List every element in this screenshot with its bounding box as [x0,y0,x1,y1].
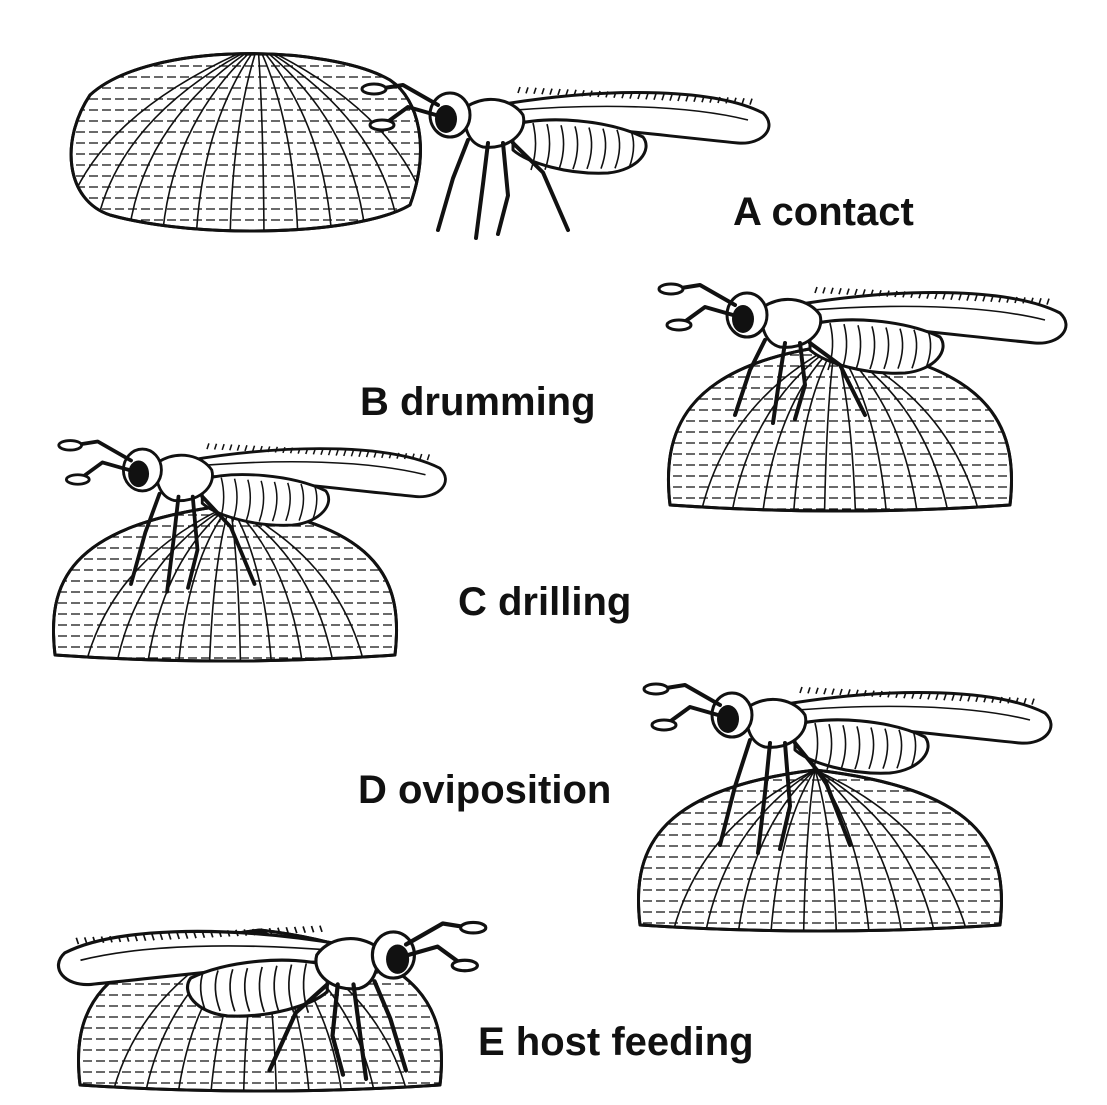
panel-b-drawing [659,284,1066,513]
panel-e-drawing [58,922,485,1094]
wasp-a [362,84,769,238]
panel-c-drawing [45,441,445,663]
panel-a-drawing [50,45,769,240]
panel-b-label: B drumming [360,382,596,422]
egg-b [660,345,1020,513]
egg-a [50,45,440,240]
egg-d [630,770,1010,934]
panel-d-drawing [630,684,1051,934]
panel-a-label: A contact [733,192,914,232]
panel-e-label: E host feeding [478,1022,754,1062]
egg-c [45,505,405,663]
panel-d-label: D oviposition [358,770,611,810]
panel-c-label: C drilling [458,582,631,622]
